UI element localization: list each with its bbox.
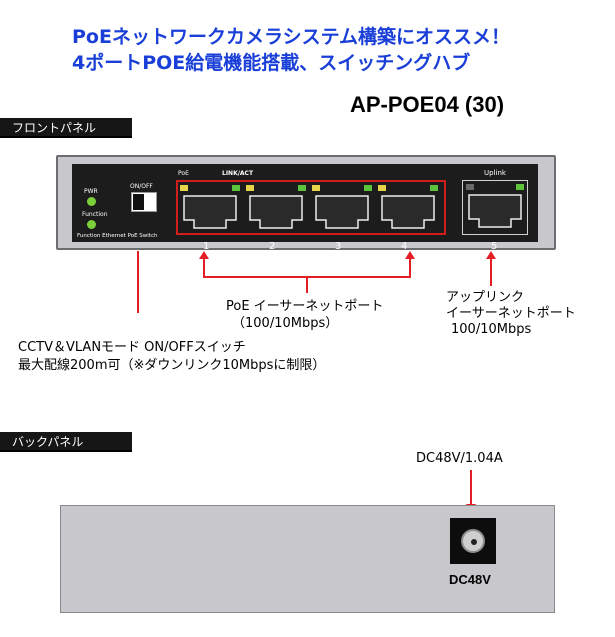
headline-line-1: PoEネットワークカメラシステム構築にオススメ！ bbox=[72, 26, 511, 48]
port-1-link-led-icon bbox=[232, 185, 240, 191]
uplink-led-1-icon bbox=[466, 184, 474, 190]
uplink-pointer-line bbox=[490, 258, 492, 286]
uplink-led-2-icon bbox=[516, 184, 524, 190]
poe-ports-group bbox=[176, 180, 446, 235]
power-pointer-line bbox=[470, 470, 472, 506]
poe-label: PoE bbox=[178, 170, 189, 177]
poe-bracket-stem-line bbox=[306, 277, 308, 293]
switch-caption-line-1: CCTV＆VLANモード ON/OFFスイッチ bbox=[18, 340, 246, 355]
port-4-link-led-icon bbox=[430, 185, 438, 191]
port-1-poe-led-icon bbox=[180, 185, 188, 191]
switch-pointer-line bbox=[137, 251, 139, 313]
dc-jack-ring-icon bbox=[461, 529, 485, 553]
panel-bottom-label: Function Ethernet PoE Switch bbox=[77, 233, 158, 239]
uplink-caption-line-1: アップリンク bbox=[446, 290, 525, 305]
front-panel-section-label: フロントパネル bbox=[12, 121, 97, 135]
poe-bracket-right-line bbox=[409, 258, 411, 277]
onoff-label: ON/OFF bbox=[130, 183, 153, 190]
back-panel-section-bar: バックパネル bbox=[0, 432, 132, 450]
uplink-arrow-icon bbox=[486, 251, 496, 259]
poe-bracket-left-arrow-icon bbox=[199, 251, 209, 259]
ethernet-port-4[interactable] bbox=[380, 194, 436, 230]
port-number-3: 3 bbox=[335, 241, 342, 252]
dc-jack-label: DC48V bbox=[449, 572, 491, 587]
port-4-poe-led-icon bbox=[378, 185, 386, 191]
headline-line-2: 4ポートPOE給電機能搭載、スイッチングハブ bbox=[72, 52, 471, 74]
port-2-link-led-icon bbox=[298, 185, 306, 191]
ethernet-port-1[interactable] bbox=[182, 194, 238, 230]
pwr-led-icon bbox=[87, 197, 96, 206]
switch-caption-line-2: 最大配線200m可（※ダウンリンク10Mbpsに制限） bbox=[18, 358, 326, 373]
back-panel-section-label: バックパネル bbox=[12, 435, 84, 449]
uplink-caption-line-3: 100/10Mbps bbox=[451, 322, 532, 337]
back-panel-underline bbox=[0, 450, 132, 452]
port-2-poe-led-icon bbox=[246, 185, 254, 191]
function-led-icon bbox=[87, 220, 96, 229]
port-number-1: 1 bbox=[203, 241, 210, 252]
port-number-4: 4 bbox=[401, 241, 408, 252]
link-act-label: LINK/ACT bbox=[222, 170, 254, 177]
ethernet-port-3[interactable] bbox=[314, 194, 370, 230]
uplink-port-group bbox=[462, 180, 528, 235]
switch-knob bbox=[133, 194, 144, 210]
poe-caption-line-2: （100/10Mbps） bbox=[232, 316, 339, 331]
function-label: Function bbox=[82, 211, 108, 218]
poe-bracket-right-arrow-icon bbox=[405, 251, 415, 259]
port-3-link-led-icon bbox=[364, 185, 372, 191]
ethernet-port-5[interactable] bbox=[467, 193, 523, 229]
mode-switch[interactable] bbox=[131, 192, 157, 212]
pwr-label: PWR bbox=[84, 188, 98, 195]
uplink-caption-line-2: イーサーネットポート bbox=[446, 306, 576, 321]
uplink-label: Uplink bbox=[484, 169, 506, 177]
port-number-2: 2 bbox=[269, 241, 276, 252]
poe-bracket-left-line bbox=[203, 258, 205, 277]
port-3-poe-led-icon bbox=[312, 185, 320, 191]
model-number: AP-POE04 (30) bbox=[350, 92, 505, 117]
dc-jack-pin-icon bbox=[471, 539, 477, 545]
front-panel-underline bbox=[0, 136, 132, 138]
front-panel-section-bar: フロントパネル bbox=[0, 118, 132, 136]
poe-caption-line-1: PoE イーサーネットポート bbox=[226, 299, 384, 314]
front-panel-device: PWR Function ON/OFF Function Ethernet Po… bbox=[56, 155, 556, 252]
front-panel-face: PWR Function ON/OFF Function Ethernet Po… bbox=[72, 164, 538, 252]
ethernet-port-2[interactable] bbox=[248, 194, 304, 230]
power-spec-label: DC48V/1.04A bbox=[416, 451, 503, 466]
dc-power-jack[interactable] bbox=[450, 518, 496, 564]
port-number-5: 5 bbox=[491, 241, 498, 252]
